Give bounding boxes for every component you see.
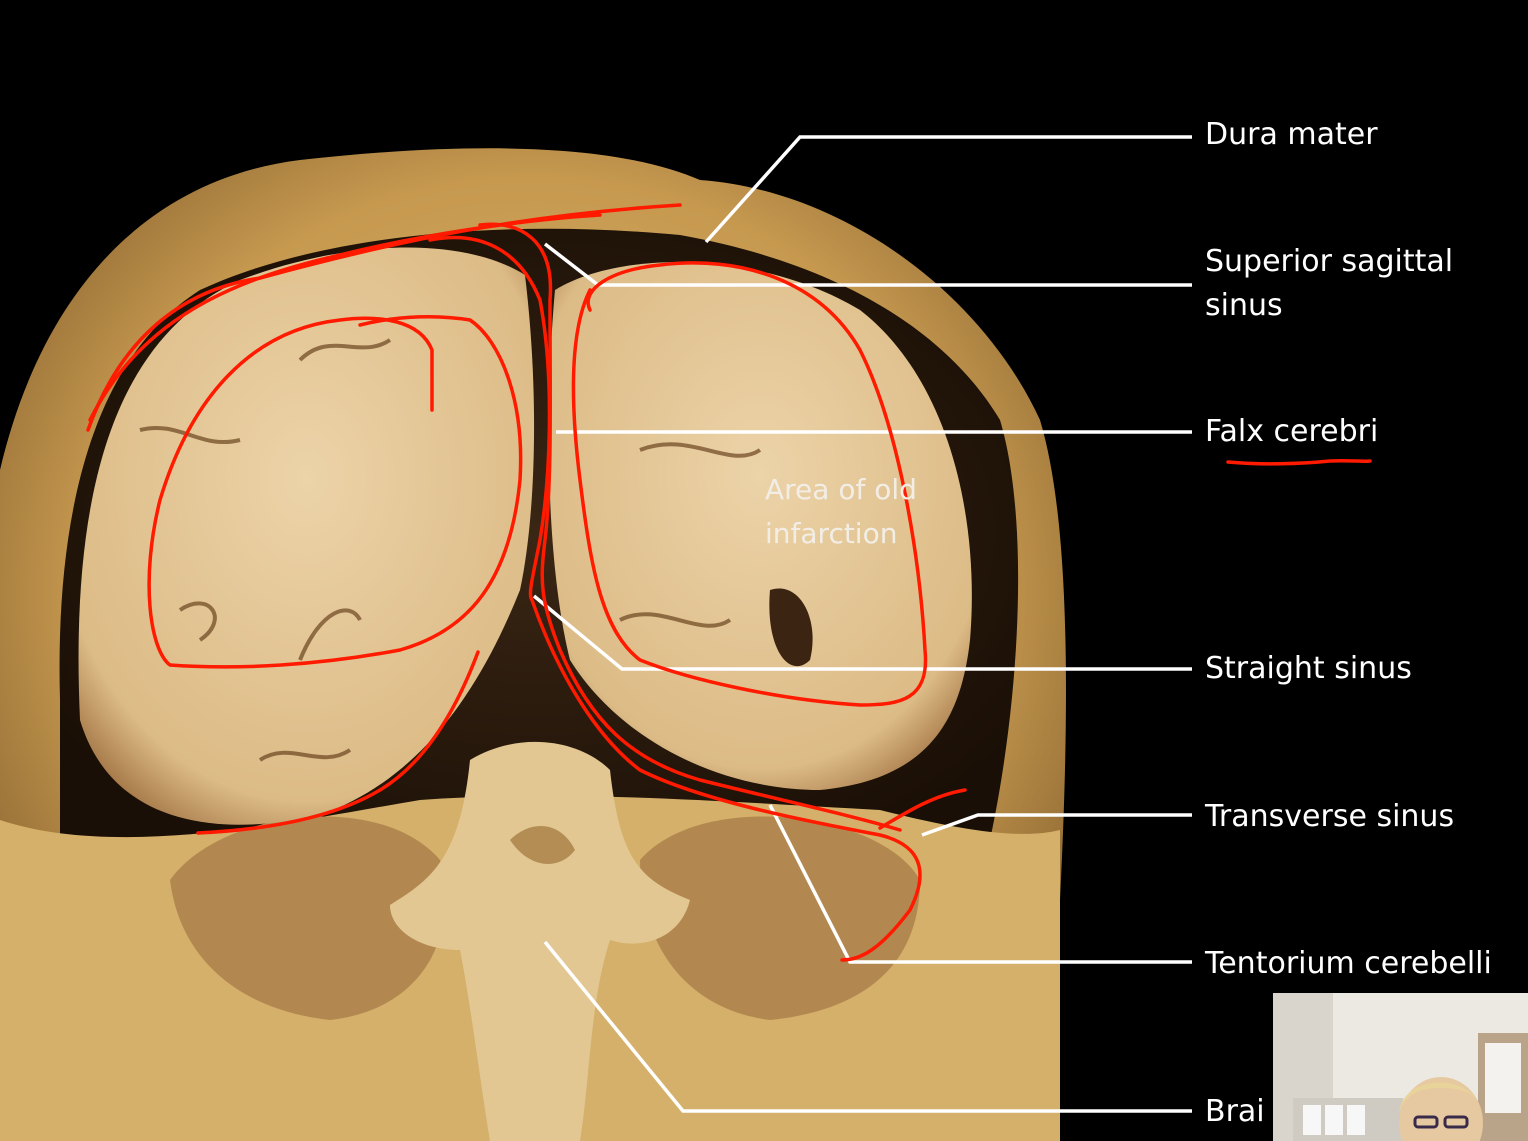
cerebellar-fossa-left: [170, 816, 446, 1020]
label-brainstem: Brai: [1205, 1094, 1265, 1129]
infarction-cavity: [769, 588, 813, 667]
label-straight-sinus: Straight sinus: [1205, 651, 1412, 686]
red-annotations: [86, 203, 967, 962]
leader-line-transverse-sinus: [921, 813, 1192, 837]
annotation-left-lobe: [147, 315, 523, 669]
label-tentorium-cerebelli: Tentorium cerebelli: [1205, 946, 1492, 981]
right-hemisphere: [548, 262, 972, 791]
leader-lines: [532, 135, 1192, 1113]
label-superior-sagittal-line1: Superior sagittal: [1205, 244, 1454, 279]
webcam-overlay: [1273, 993, 1528, 1141]
label-infarction-line1: Area of old: [765, 473, 917, 506]
brainstem: [390, 741, 690, 1141]
annotation-falx: [428, 235, 922, 962]
leader-line-brainstem: [543, 940, 1192, 1113]
leader-line-straight-sinus: [532, 594, 1192, 671]
annotation-tentorium-left: [196, 650, 480, 835]
label-infarction-line2: infarction: [765, 517, 898, 550]
falx-underline: [1226, 458, 1372, 466]
label-dura-mater: Dura mater: [1205, 117, 1378, 152]
annotation-right-lobe: [571, 261, 928, 707]
label-falx-cerebri: Falx cerebri: [1205, 414, 1379, 449]
left-hemisphere: [78, 247, 535, 825]
cerebellar-fossa-right: [640, 816, 920, 1020]
person-icon: [1273, 993, 1528, 1141]
label-superior-sagittal-line2: sinus: [1205, 288, 1283, 323]
fourth-ventricle: [510, 826, 575, 864]
label-transverse-sinus: Transverse sinus: [1205, 799, 1455, 834]
leader-line-tentorium: [768, 804, 1192, 964]
leader-line-dura-mater: [704, 135, 1192, 244]
annotation-dura-outline: [86, 203, 682, 432]
